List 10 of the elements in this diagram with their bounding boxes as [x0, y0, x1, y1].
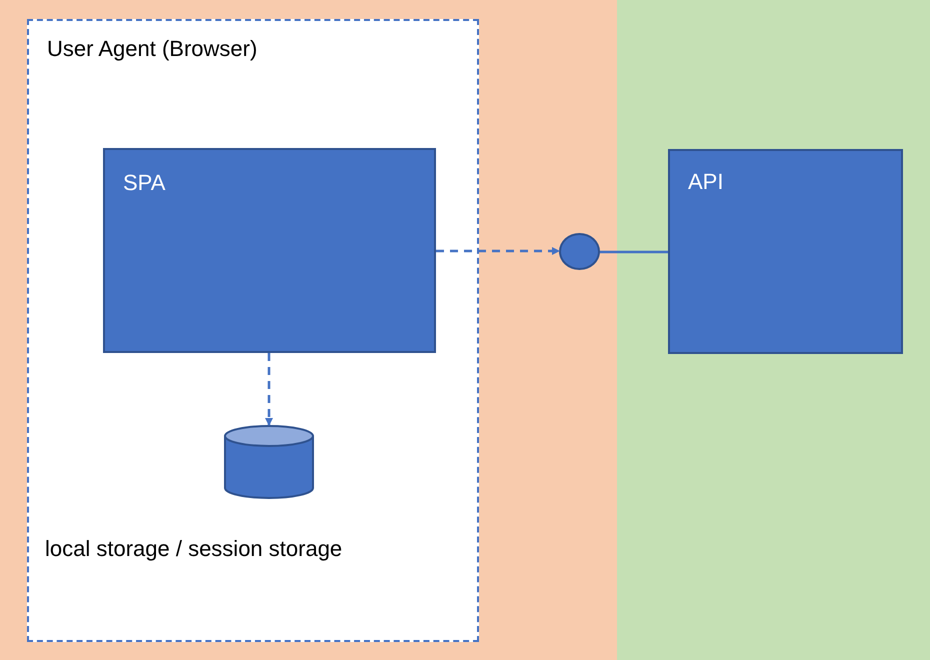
arrow	[265, 353, 273, 426]
node-label: API	[688, 169, 724, 195]
storage-label: local storage / session storage	[45, 536, 342, 562]
storage-cylinder	[224, 425, 314, 499]
process-box	[668, 149, 903, 354]
arrow	[436, 247, 560, 255]
node-label: User Agent (Browser)	[47, 36, 258, 62]
process-box	[103, 148, 436, 353]
node-label: SPA	[123, 170, 166, 196]
browser-boundary-box	[27, 19, 479, 642]
